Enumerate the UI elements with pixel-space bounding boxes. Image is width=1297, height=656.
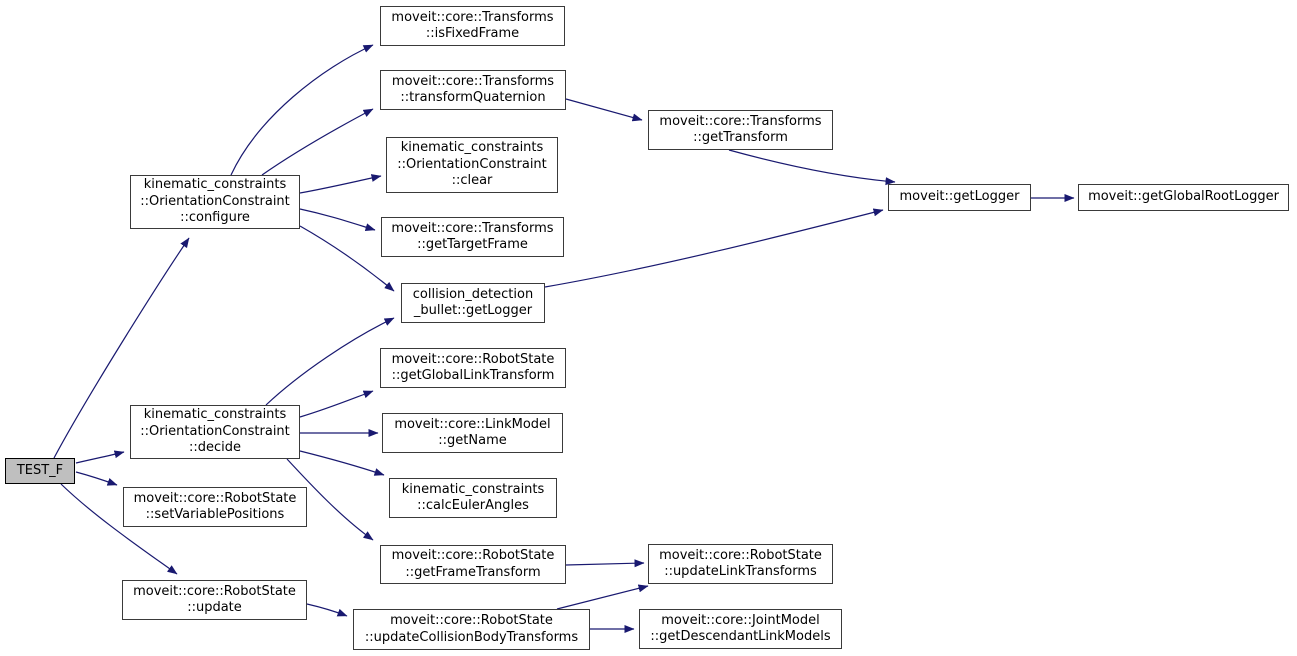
edge-test-f-set-variable-positions bbox=[75, 471, 118, 486]
node-label: ::getDescendantLinkModels bbox=[650, 629, 831, 644]
edge-configure-get-target-frame bbox=[299, 208, 376, 232]
node-label: moveit::core::RobotState bbox=[133, 490, 297, 506]
node-label: ::OrientationConstraint bbox=[397, 156, 547, 172]
node-label: moveit::core::RobotState bbox=[390, 613, 553, 628]
node-label: moveit::core::RobotState bbox=[659, 547, 822, 563]
node-label: kinematic_constraints bbox=[401, 481, 545, 497]
node-label: ::getFrameTransform bbox=[405, 564, 541, 580]
edge-update-update-collision-body-transforms bbox=[306, 603, 348, 617]
node-is-fixed-frame[interactable]: moveit::core::Transforms ::isFixedFrame bbox=[380, 6, 565, 46]
node-get-name[interactable]: moveit::core::LinkModel ::getName bbox=[382, 413, 563, 453]
node-label: ::updateCollisionBodyTransforms bbox=[364, 629, 579, 645]
node-get-global-link-transform[interactable]: moveit::core::RobotState ::getGlobalLink… bbox=[380, 348, 566, 388]
node-label: ::getTransform bbox=[693, 130, 788, 145]
edge-get-transform-get-logger bbox=[728, 149, 896, 186]
edge-transform-quaternion-get-transform bbox=[565, 98, 643, 122]
node-label: ::configure bbox=[180, 210, 250, 226]
node-label: moveit::core::RobotState bbox=[391, 548, 555, 563]
node-label: moveit::core::JointModel bbox=[661, 612, 820, 628]
edge-update-collision-body-transforms-update-link-transforms bbox=[556, 584, 649, 610]
node-label: moveit::getLogger bbox=[899, 189, 1020, 205]
edge-test-f-decide bbox=[75, 450, 125, 464]
node-test-f[interactable]: TEST_F bbox=[5, 458, 75, 484]
node-update[interactable]: moveit::core::RobotState ::update bbox=[122, 580, 307, 620]
node-label: ::clear bbox=[451, 173, 493, 189]
node-clear[interactable]: kinematic_constraints ::OrientationConst… bbox=[386, 137, 558, 193]
node-label: moveit::core::Transforms bbox=[659, 113, 822, 129]
edge-configure-bullet-get-logger bbox=[299, 225, 395, 292]
node-label: ::transformQuaternion bbox=[400, 90, 546, 105]
node-label: moveit::core::RobotState bbox=[133, 583, 296, 599]
node-label: ::decide bbox=[188, 440, 242, 456]
node-label: ::setVariablePositions bbox=[145, 507, 285, 522]
node-label: ::calcEulerAngles bbox=[417, 498, 529, 513]
node-label: ::isFixedFrame bbox=[425, 26, 520, 41]
node-decide[interactable]: kinematic_constraints ::OrientationConst… bbox=[130, 405, 300, 459]
node-label: kinematic_constraints bbox=[400, 140, 544, 156]
node-label: moveit::core::Transforms bbox=[391, 9, 554, 25]
node-label: ::getTargetFrame bbox=[417, 237, 528, 252]
edge-configure-is-fixed-frame bbox=[230, 44, 374, 176]
node-get-global-root-logger[interactable]: moveit::getGlobalRootLogger bbox=[1078, 184, 1289, 211]
node-label: ::updateLinkTransforms bbox=[664, 564, 817, 579]
edge-configure-clear bbox=[299, 174, 382, 194]
node-label: ::OrientationConstraint bbox=[140, 423, 290, 439]
node-label: moveit::core::Transforms bbox=[391, 220, 554, 236]
edge-test-f-update bbox=[60, 483, 178, 575]
edge-bullet-get-logger-get-logger bbox=[544, 208, 884, 288]
node-transform-quaternion[interactable]: moveit::core::Transforms ::transformQuat… bbox=[380, 70, 566, 110]
node-get-transform[interactable]: moveit::core::Transforms ::getTransform bbox=[648, 110, 833, 150]
node-label: collision_detection bbox=[412, 286, 534, 302]
node-get-descendant-link-models[interactable]: moveit::core::JointModel ::getDescendant… bbox=[639, 609, 842, 649]
edge-test-f-configure bbox=[53, 237, 190, 459]
node-update-link-transforms[interactable]: moveit::core::RobotState ::updateLinkTra… bbox=[648, 544, 833, 584]
node-get-frame-transform[interactable]: moveit::core::RobotState ::getFrameTrans… bbox=[380, 545, 566, 584]
node-get-target-frame[interactable]: moveit::core::Transforms ::getTargetFram… bbox=[381, 217, 564, 257]
node-label: moveit::core::RobotState bbox=[391, 351, 555, 367]
edge-decide-get-frame-transform bbox=[286, 458, 374, 541]
node-configure[interactable]: kinematic_constraints ::OrientationConst… bbox=[130, 175, 300, 229]
node-label: ::getGlobalLinkTransform bbox=[391, 368, 555, 383]
node-label: _bullet::getLogger bbox=[413, 303, 533, 318]
node-update-collision-body-transforms[interactable]: moveit::core::RobotState ::updateCollisi… bbox=[353, 609, 590, 650]
node-get-logger[interactable]: moveit::getLogger bbox=[888, 184, 1031, 211]
node-calc-euler-angles[interactable]: kinematic_constraints ::calcEulerAngles bbox=[389, 478, 557, 518]
node-label: kinematic_constraints bbox=[143, 177, 287, 193]
node-set-variable-positions[interactable]: moveit::core::RobotState ::setVariablePo… bbox=[123, 487, 307, 527]
edge-decide-calc-euler-angles bbox=[299, 450, 385, 476]
node-label: ::OrientationConstraint bbox=[140, 193, 290, 209]
edge-decide-get-global-link-transform bbox=[299, 390, 374, 418]
node-label: moveit::core::Transforms bbox=[391, 73, 555, 89]
node-label: ::getName bbox=[438, 433, 507, 448]
edge-get-frame-transform-update-link-transforms bbox=[565, 559, 645, 568]
node-label: kinematic_constraints bbox=[143, 407, 287, 423]
node-label: moveit::core::LinkModel bbox=[394, 416, 551, 432]
edge-configure-transform-quaternion bbox=[261, 108, 374, 176]
edge-decide-bullet-get-logger bbox=[265, 317, 395, 406]
node-label: TEST_F bbox=[16, 462, 64, 478]
node-label: ::update bbox=[187, 600, 242, 615]
node-label: moveit::getGlobalRootLogger bbox=[1088, 189, 1279, 205]
node-bullet-get-logger[interactable]: collision_detection _bullet::getLogger bbox=[401, 283, 545, 323]
